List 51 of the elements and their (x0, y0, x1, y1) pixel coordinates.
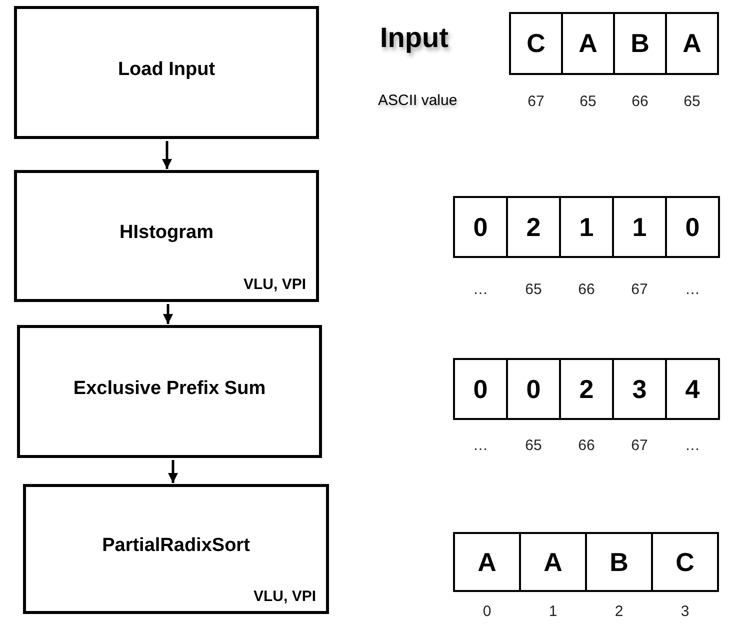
index-value: … (684, 437, 701, 454)
array-cell: 1 (559, 196, 614, 258)
unit-note: VLU, VPI (253, 588, 316, 605)
index-value: … (684, 281, 701, 298)
index-value: 2 (614, 603, 624, 620)
array-cell: 2 (506, 196, 561, 258)
row-caption: ASCII value (378, 92, 458, 109)
array-cell: 0 (453, 196, 508, 258)
index-value: … (472, 437, 489, 454)
array-cell: 4 (665, 358, 720, 420)
index-value: 67 (526, 93, 546, 110)
step-title: Exclusive Prefix Sum (72, 378, 267, 400)
array-cell: A (519, 532, 587, 592)
array-cell: 0 (665, 196, 720, 258)
index-value: 67 (630, 281, 649, 298)
array-cell: A (453, 532, 521, 592)
index-value: 66 (630, 93, 650, 110)
step-title: PartialRadixSort (101, 535, 251, 557)
index-value: 3 (680, 603, 690, 620)
process-box (14, 170, 319, 302)
step-title: Load Input (116, 58, 216, 80)
arrow (163, 304, 173, 324)
step-title: HIstogram (118, 222, 214, 244)
index-value: 67 (630, 437, 649, 454)
array-cell: A (561, 12, 615, 75)
index-value: 65 (682, 93, 702, 110)
array-cell: 0 (506, 358, 561, 420)
process-box (23, 484, 329, 614)
process-box (14, 6, 319, 139)
array-cell: 2 (559, 358, 614, 420)
array-cell: 1 (612, 196, 667, 258)
array-cell: B (585, 532, 653, 592)
index-value: 66 (577, 281, 596, 298)
array-cell: C (509, 12, 563, 75)
process-box (17, 325, 322, 458)
index-value: 66 (577, 437, 596, 454)
array-cell: A (665, 12, 719, 75)
array-cell: B (613, 12, 667, 75)
array-cell: 0 (453, 358, 508, 420)
index-value: 0 (482, 603, 492, 620)
array-heading: Input (380, 22, 448, 54)
index-value: 1 (548, 603, 558, 620)
array-cell: C (651, 532, 719, 592)
index-value: … (472, 281, 489, 298)
index-value: 65 (524, 437, 543, 454)
arrow (162, 141, 172, 169)
unit-note: VLU, VPI (243, 276, 306, 293)
index-value: 65 (578, 93, 598, 110)
index-value: 65 (524, 281, 543, 298)
array-cell: 3 (612, 358, 667, 420)
arrow (168, 460, 178, 483)
